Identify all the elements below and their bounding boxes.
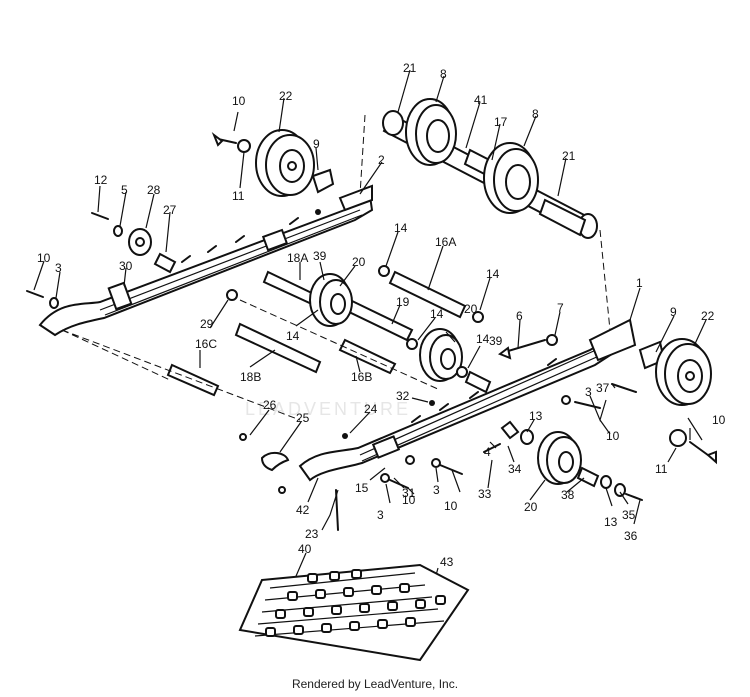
callout-14: 14 (486, 267, 500, 281)
middle-idler-wheel-right (406, 328, 492, 394)
callout-9: 9 (313, 137, 320, 151)
callout-37: 37 (596, 381, 610, 395)
rear-wheel-right (483, 142, 539, 214)
callout-2: 2 (378, 153, 385, 167)
callout-12: 12 (94, 173, 108, 187)
callout-43: 43 (440, 555, 454, 569)
callout-16a: 16A (435, 235, 456, 249)
callout-10: 10 (712, 413, 726, 427)
callout-14: 14 (476, 332, 490, 346)
callout-20: 20 (464, 302, 478, 316)
callout-13: 13 (604, 515, 618, 529)
callout-18b: 18B (240, 370, 261, 384)
rear-wheel-left (405, 98, 457, 166)
callout-39: 39 (313, 249, 327, 263)
callout-10: 10 (444, 499, 458, 513)
callout-25: 25 (296, 411, 310, 425)
callout-14: 14 (286, 329, 300, 343)
callout-7: 7 (557, 301, 564, 315)
callout-15: 15 (355, 481, 369, 495)
callout-18a: 18A (287, 251, 308, 265)
right-rear-idler-wheel (611, 338, 712, 406)
left-hardware-group (91, 212, 238, 301)
callout-16b: 16B (351, 370, 372, 384)
callout-40: 40 (298, 542, 312, 556)
callout-29: 29 (200, 317, 214, 331)
rail-hardware (380, 395, 601, 489)
callout-31: 31 (402, 486, 416, 500)
callout-3: 3 (433, 483, 440, 497)
callout-3: 3 (585, 385, 592, 399)
callout-8: 8 (532, 107, 539, 121)
callout-36: 36 (624, 529, 638, 543)
callout-3: 3 (55, 261, 62, 275)
callout-5: 5 (121, 183, 128, 197)
bolt-6-nut-7 (497, 334, 558, 360)
callout-10: 10 (232, 94, 246, 108)
callout-13: 13 (529, 409, 543, 423)
callout-33: 33 (478, 487, 492, 501)
callout-17: 17 (494, 115, 508, 129)
callout-22: 22 (279, 89, 293, 103)
callout-34: 34 (508, 462, 522, 476)
callout-labels: 10 22 9 11 2 21 8 41 17 8 21 12 5 28 27 … (37, 61, 726, 569)
callout-16c: 16C (195, 337, 217, 351)
footer-credit: Rendered by LeadVenture, Inc. (291, 677, 459, 691)
callout-1: 1 (636, 276, 643, 290)
callout-24: 24 (364, 402, 378, 416)
callout-22: 22 (701, 309, 715, 323)
left-slide-rail (38, 184, 374, 337)
cross-shafts (61, 270, 467, 421)
callout-9: 9 (670, 305, 677, 319)
callout-32: 32 (396, 389, 410, 403)
track-studs (265, 569, 446, 637)
callout-14: 14 (394, 221, 408, 235)
left-front-hardware (26, 290, 59, 309)
callout-4: 4 (484, 445, 491, 459)
callout-20: 20 (352, 255, 366, 269)
callout-20: 20 (524, 500, 538, 514)
track-section (238, 563, 470, 662)
callout-21: 21 (562, 149, 576, 163)
callout-14: 14 (430, 307, 444, 321)
middle-idler-wheel-left (309, 265, 484, 327)
callout-10: 10 (37, 251, 51, 265)
right-rear-hardware (669, 429, 717, 465)
callout-3: 3 (377, 508, 384, 522)
callout-38: 38 (561, 488, 575, 502)
callout-27: 27 (163, 203, 177, 217)
callout-8: 8 (440, 67, 447, 81)
callout-10: 10 (402, 493, 416, 507)
callout-41: 41 (474, 93, 488, 107)
leader-lines (33, 69, 707, 591)
lower-idler-wheel (483, 420, 643, 501)
callout-10: 10 (606, 429, 620, 443)
exploded-view-drawing: LEADVENTURE (26, 61, 726, 662)
rear-axle-assembly (359, 98, 611, 331)
callout-19: 19 (396, 295, 410, 309)
callout-28: 28 (147, 183, 161, 197)
callout-42: 42 (296, 503, 310, 517)
callout-35: 35 (622, 508, 636, 522)
callout-6: 6 (516, 309, 523, 323)
callout-11: 11 (655, 462, 668, 476)
callout-26: 26 (263, 398, 277, 412)
callout-23: 23 (305, 527, 319, 541)
callout-30: 30 (119, 259, 133, 273)
upper-idler-wheel (211, 129, 335, 197)
small-parts-26-25-24 (239, 433, 348, 531)
callout-21: 21 (403, 61, 417, 75)
callout-11: 11 (232, 189, 245, 203)
callout-39: 39 (489, 334, 503, 348)
right-slide-rail (298, 318, 637, 482)
